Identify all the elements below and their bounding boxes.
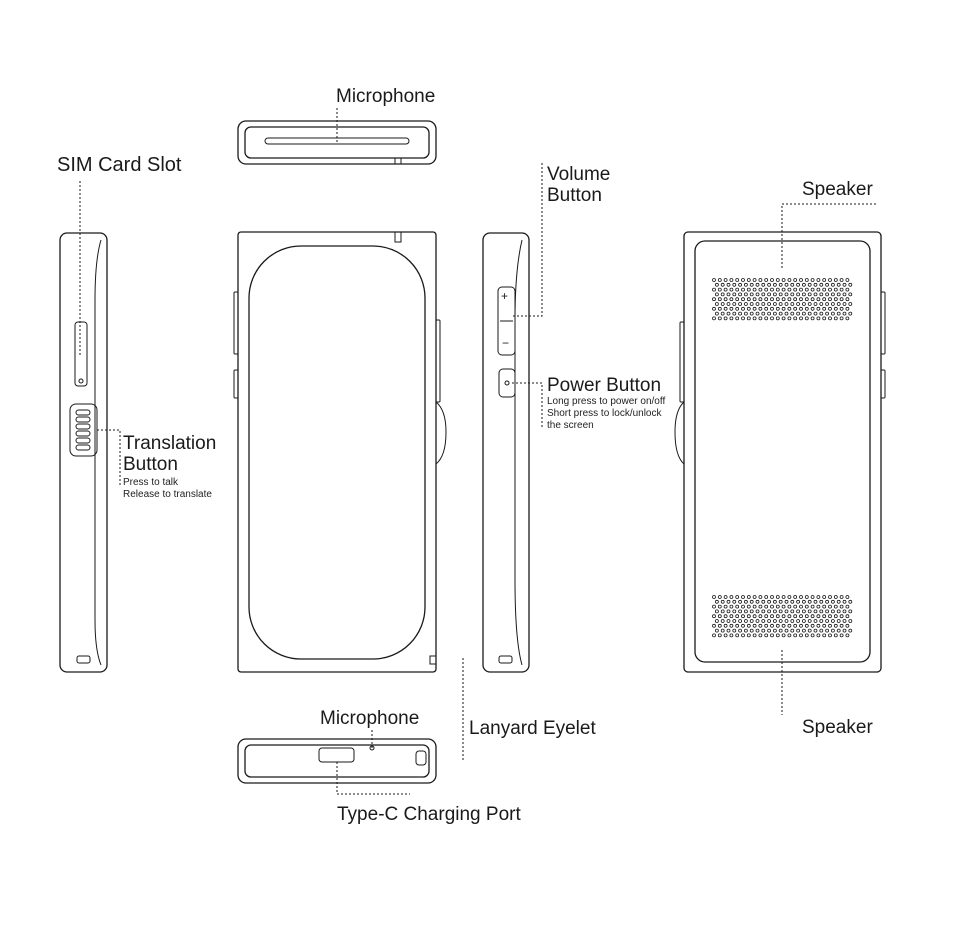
power-button-desc-2: Short press to lock/unlock xyxy=(547,408,662,419)
lanyard-eyelet-bottom-shape xyxy=(415,750,427,766)
speaker-bottom-label: Speaker xyxy=(802,717,873,738)
volume-button-shape xyxy=(497,286,516,356)
volume-button-label-line2: Button xyxy=(547,185,602,206)
sim-card-slot-shape xyxy=(74,321,88,387)
translation-button-ridges xyxy=(75,409,91,451)
power-button-shape xyxy=(498,368,516,398)
speaker-grille-top xyxy=(712,278,853,321)
type-c-charging-port-label: Type-C Charging Port xyxy=(337,804,521,825)
power-button-label: Power Button xyxy=(547,375,662,396)
leader-lines xyxy=(79,108,878,795)
right-side-view xyxy=(482,232,530,673)
lanyard-eyelet-right-shape xyxy=(498,655,513,664)
lanyard-eyelet-label: Lanyard Eyelet xyxy=(469,718,596,739)
bottom-view xyxy=(237,738,437,784)
microphone-bottom-label: Microphone xyxy=(320,708,420,729)
lanyard-eyelet-left-shape xyxy=(76,655,91,664)
back-view xyxy=(674,231,886,673)
front-view xyxy=(233,231,447,673)
left-side-view xyxy=(59,232,108,673)
power-button-desc-3: the screen xyxy=(547,420,594,431)
type-c-port-shape xyxy=(318,747,355,763)
speaker-grille-bottom xyxy=(712,595,853,638)
translation-button-label-line2: Button xyxy=(123,454,178,475)
translation-button-shape xyxy=(69,403,98,457)
top-view xyxy=(237,120,437,165)
volume-minus-icon: − xyxy=(502,336,510,350)
volume-button-label-line1: Volume xyxy=(547,164,611,185)
volume-plus-icon: + xyxy=(501,289,509,303)
power-button-desc-1: Long press to power on/off xyxy=(547,396,666,407)
microphone-top-label: Microphone xyxy=(336,86,436,107)
translation-button-desc-1: Press to talk xyxy=(123,477,179,488)
translation-button-desc-2: Release to translate xyxy=(123,489,212,500)
sim-card-slot-label: SIM Card Slot xyxy=(57,154,182,176)
translation-button-label-line1: Translation xyxy=(123,433,217,454)
speaker-top-label: Speaker xyxy=(802,179,873,200)
